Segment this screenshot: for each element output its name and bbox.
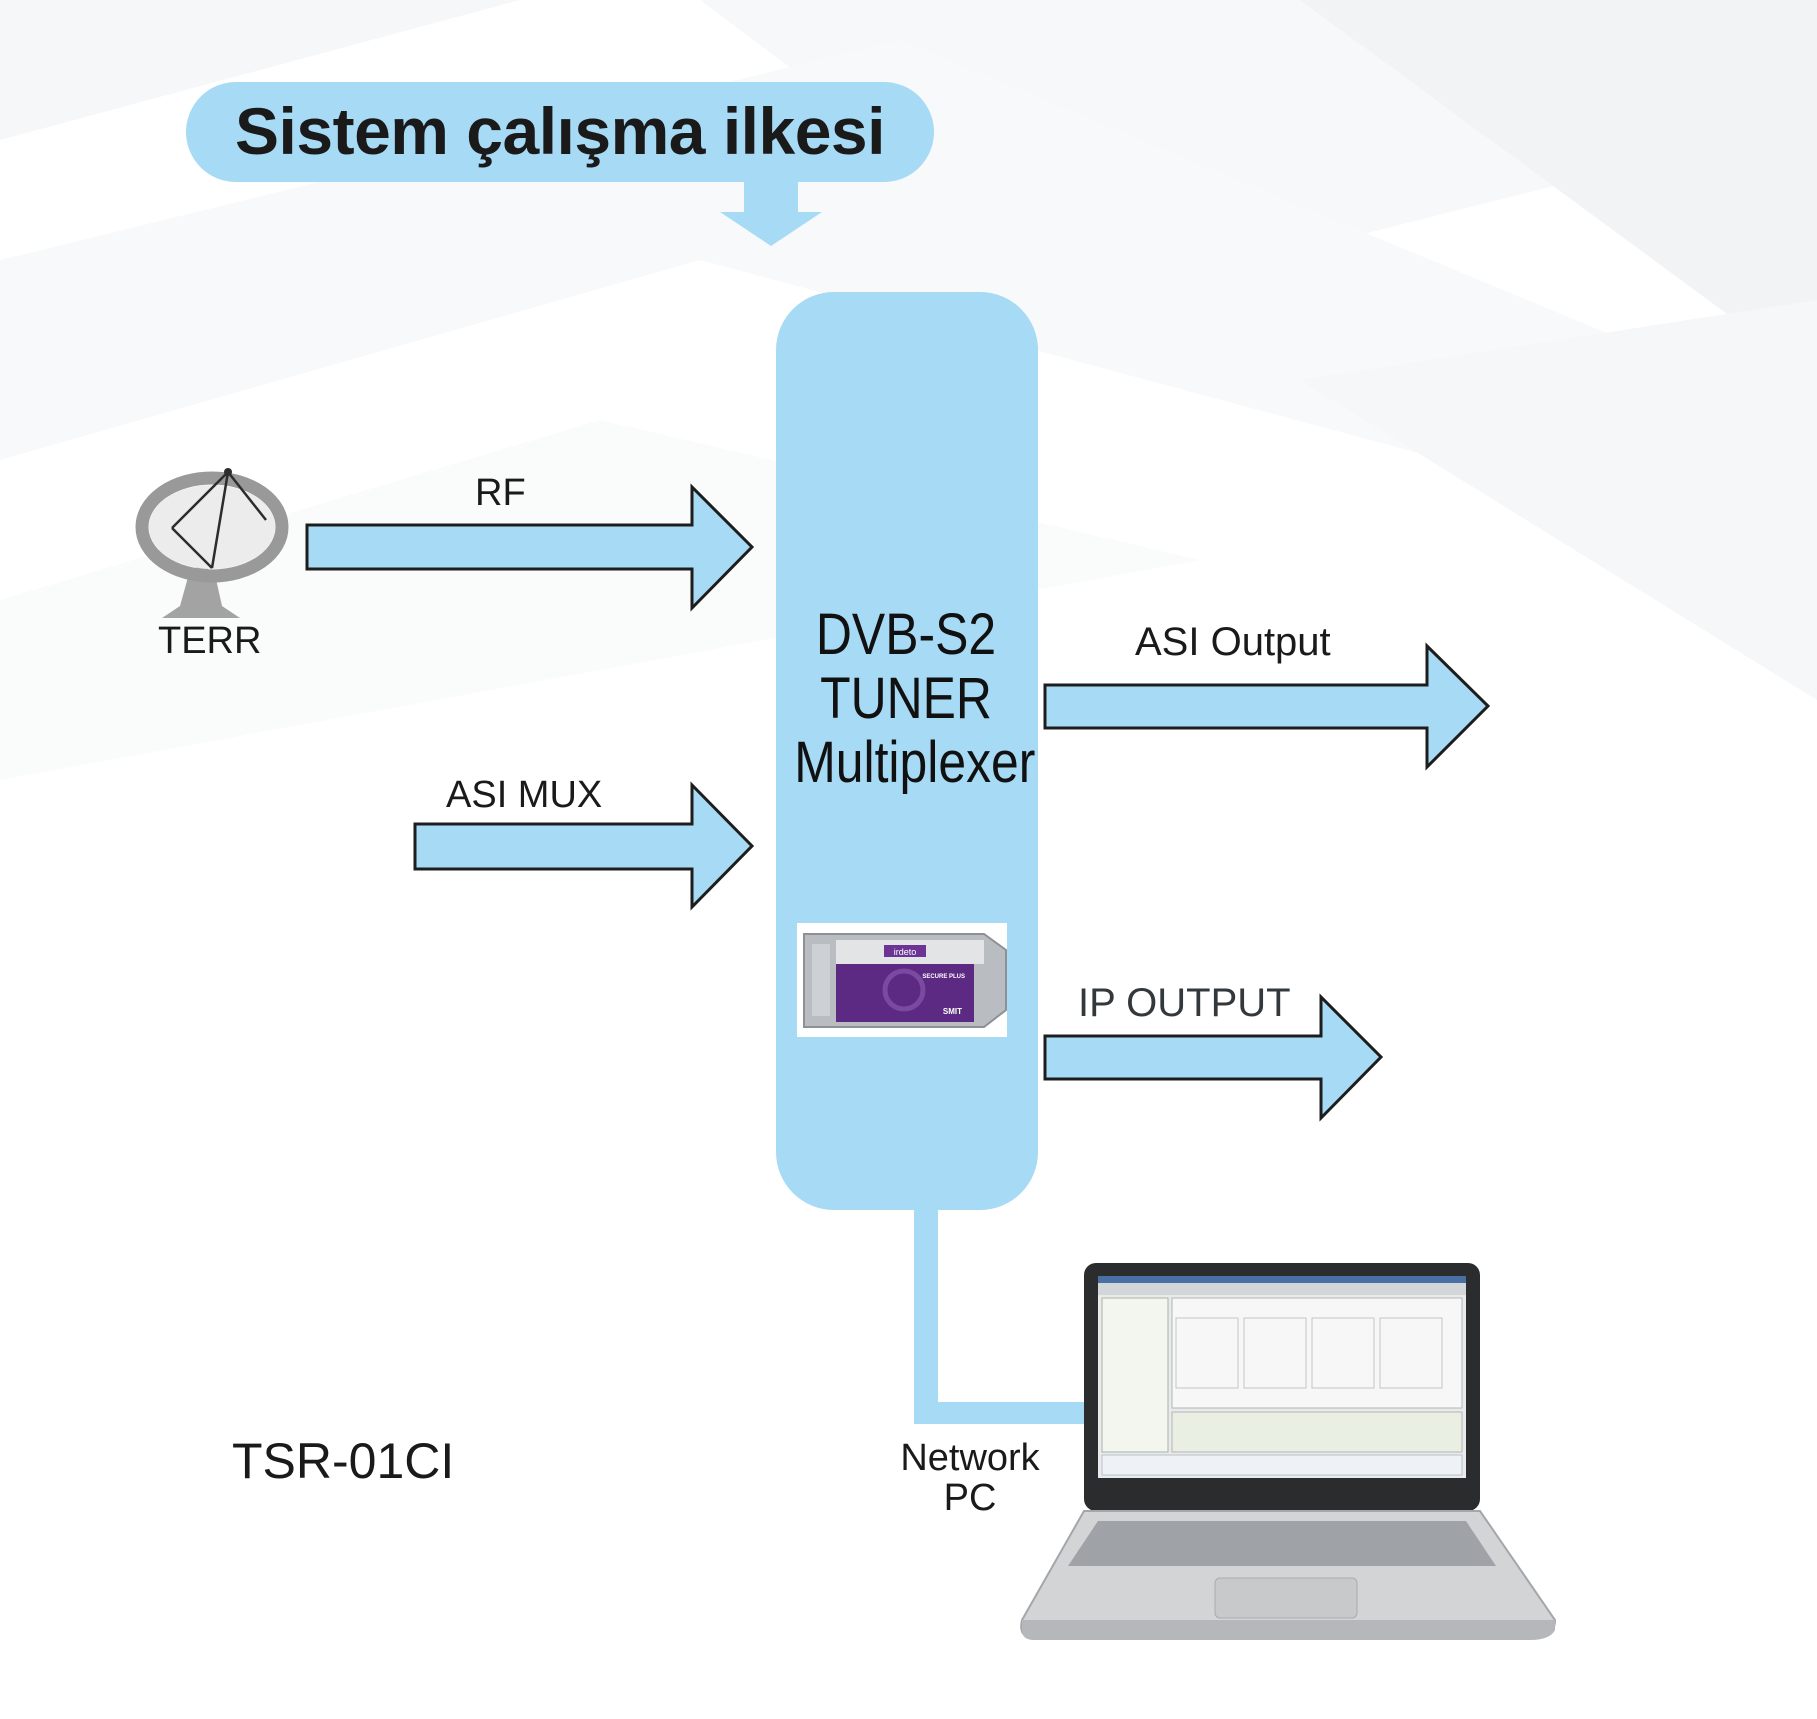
tuner-block-line-1: DVB-S2 [815, 602, 997, 667]
tuner-block-line-2: TUNER [820, 666, 992, 731]
laptop-image [1020, 1263, 1557, 1640]
title-callout [186, 82, 934, 246]
ip-output-arrow [1043, 993, 1384, 1122]
network-pc-line-2: PC [943, 1477, 997, 1519]
svg-text:SECURE PLUS: SECURE PLUS [922, 974, 965, 980]
title-pill [186, 82, 934, 182]
model-label: TSR-01CI [232, 1433, 455, 1489]
asi-output-arrow [1043, 642, 1491, 771]
ci-cam-module-image: irdeto SECURE PLUS SMIT [797, 923, 1007, 1037]
network-pc-label: Network PC [880, 1438, 1060, 1518]
ip-output-label: IP OUTPUT [1078, 981, 1291, 1025]
network-connector-line [914, 1209, 1090, 1424]
svg-text:SMIT: SMIT [943, 1007, 962, 1016]
diagram-title: Sistem çalışma ilkesi [235, 94, 885, 168]
network-pc-line-1: Network [900, 1437, 1040, 1479]
asi-mux-label: ASI MUX [446, 774, 603, 816]
svg-text:irdeto: irdeto [894, 947, 917, 957]
satellite-dish-icon [135, 468, 289, 618]
rf-input-arrow [305, 483, 755, 612]
tuner-block-label: DVB-S2 TUNER Multiplexer [794, 602, 1036, 795]
title-pointer-arrow [720, 180, 822, 246]
rf-label: RF [475, 472, 526, 514]
asi-mux-input-arrow [413, 781, 755, 911]
terr-antenna-label: TERR [158, 620, 262, 662]
tuner-block-line-3: Multiplexer [794, 730, 1036, 795]
asi-output-label: ASI Output [1135, 620, 1331, 664]
